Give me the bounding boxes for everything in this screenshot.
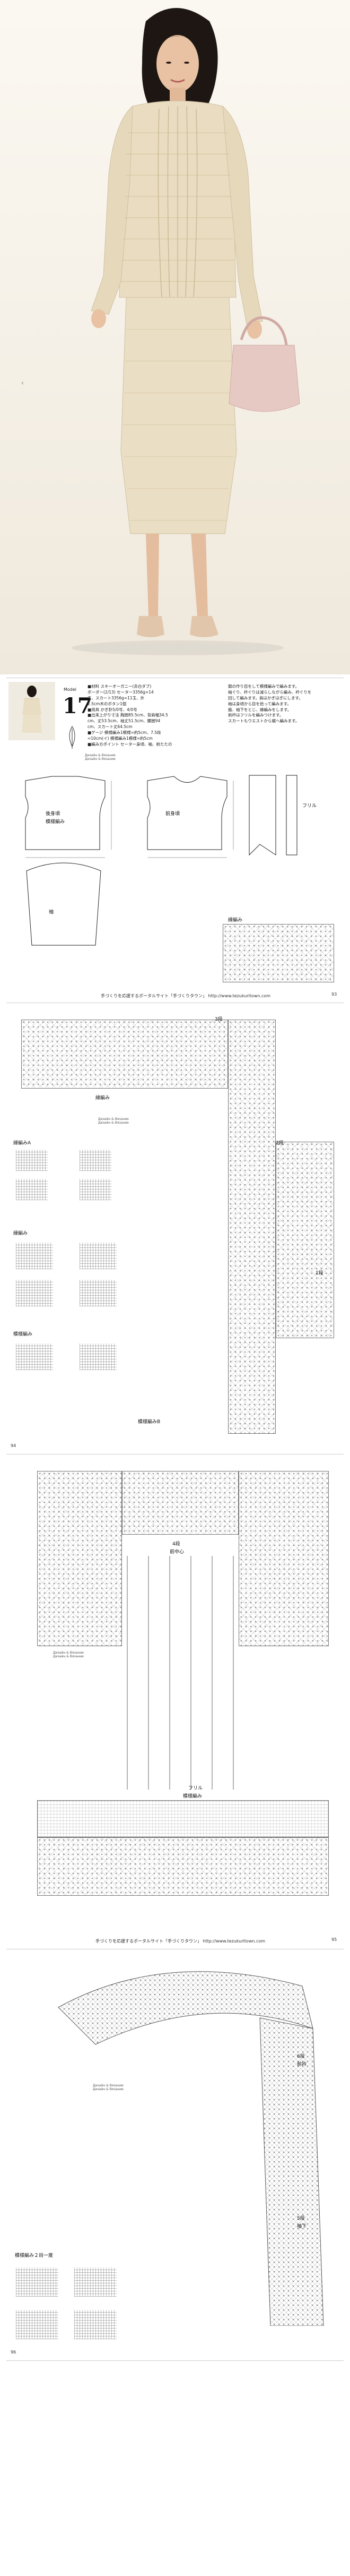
materials-list: ■材料 スキーオーガニー(赤白ダブ) ボーダー(2/13) セーター3356g=… <box>88 684 172 748</box>
label-row-4: 4段 <box>172 1542 180 1547</box>
label-row-5: 5段 <box>297 2216 305 2221</box>
instructions-line: 前衿はフリルを編みつけます。 <box>228 713 284 718</box>
chart-curve <box>58 1971 324 2326</box>
pattern-page-96: 6段 前衿 5段 袖下 Дизайн & Вязание Дизайн & Вя… <box>0 1954 350 2576</box>
label-row-6-sub: 前衿 <box>297 2062 307 2067</box>
chart-body-top <box>21 1020 228 1089</box>
label-row-4-sub: 前中心 <box>170 1550 185 1555</box>
label-symbol: 模様編み２目一度 <box>15 2253 54 2258</box>
instructions-line: 脇、袖下をとじ、縁編みをします。 <box>228 707 292 712</box>
materials-line: ■編み方ポイント セーター身頃、袖、前たたの <box>88 741 172 747</box>
pattern-page-94: 3段 2段 1段 縁編み Дизайн & Вязание Дизайн & В… <box>0 1009 350 1458</box>
page-footer: 手づくりを応援するポータルサイト「手づくりタウン」 http://www.tez… <box>101 994 271 998</box>
stitch-diagram <box>80 1179 111 1200</box>
materials-line: ■ゲージ 模様編み1模様=約5cm、7.5段 <box>88 730 161 735</box>
guide-lines <box>127 1556 234 1790</box>
chart-side-strip-b <box>276 1142 334 1338</box>
instructions-line: 回して編みます。肩はかぎはぎにします。 <box>228 695 303 700</box>
watermark: Дизайн & Вязание Дизайн & Вязание <box>53 1651 84 1658</box>
stitch-diagram <box>74 2310 117 2339</box>
label-pattern: 模様編み <box>13 1332 33 1337</box>
label-edging-b: 縁編み <box>13 1231 28 1236</box>
chart-bottom-band <box>37 1800 329 1837</box>
label-back: 後身頃 <box>46 811 60 817</box>
stitch-diagram <box>16 1280 53 1306</box>
label-frill-sub: 模様編み <box>183 1794 203 1799</box>
page-number: 93 <box>331 992 337 997</box>
materials-line: ■材料 スキーオーガニー(赤白ダブ) <box>88 684 152 689</box>
instructions-line: スカートもウエストから裾へ編みます。 <box>228 718 300 724</box>
watermark: Дизайн & Вязание Дизайн & Вязание <box>98 1117 129 1125</box>
materials-line: ■出来上がり寸法 胸囲85.5cm、背肩幅34.5 <box>88 713 168 718</box>
instructions-right: 鎖の作り目をして模様編みで編みます。 袖ぐり、衿ぐりは減らしながら編み、衿ぐりを… <box>228 684 311 724</box>
label-row-3: 3段 <box>215 1017 223 1022</box>
stitch-diagram <box>80 1150 111 1171</box>
stitch-diagram <box>80 1243 117 1269</box>
page-number: 95 <box>331 1937 337 1942</box>
watermark: Дизайн & Вязание Дизайн & Вязание <box>85 754 116 761</box>
instructions-line: 鎖の作り目をして模様編みで編みます。 <box>228 684 300 689</box>
label-sleeve: 袖 <box>49 910 54 915</box>
materials-line: 玉、スカート3356g=11玉、外 <box>88 695 145 700</box>
page-footer: 手づくりを応援するポータルサイト「手づくりタウン」 http://www.tez… <box>95 1939 266 1944</box>
stitch-diagram <box>74 2267 117 2297</box>
label-frill: フリル <box>188 1786 203 1791</box>
materials-line: cm、丈53.5cm、袖丈51.5cm、腰囲94 <box>88 718 161 724</box>
label-frill: フリル <box>302 803 317 809</box>
materials-line: 2.5cm木のボタン1個 <box>88 701 127 706</box>
materials-line: ボーダー(2/13) セーター3356g=14 <box>88 689 154 695</box>
chart-left-panel <box>37 1471 122 1646</box>
stitch-diagram <box>16 1343 53 1370</box>
stitch-diagram <box>16 1243 53 1269</box>
stitch-diagram <box>16 2267 58 2297</box>
thumbnail-photo <box>8 682 55 740</box>
label-pattern-b: 模様編みB <box>138 1419 161 1425</box>
stitch-chart <box>223 924 334 982</box>
stitch-diagram <box>16 2310 58 2339</box>
instructions-line: 袖は身頃から目を拾って編みます。 <box>228 701 291 706</box>
model-photo: ‹ <box>0 0 350 674</box>
label-edging: 縁編み <box>228 918 243 923</box>
label-row-6: 6段 <box>297 2054 305 2059</box>
chart-neck-arch <box>122 1471 239 1535</box>
label-pattern-a: 模様編み <box>46 819 65 825</box>
stitch-diagram <box>80 1343 117 1370</box>
chart-bottom-lace <box>37 1837 329 1896</box>
model-label: Model <box>64 687 77 692</box>
materials-line: cm、スカート丈64.5cm <box>88 724 133 730</box>
model-illustration: ‹ <box>21 8 300 655</box>
stitch-diagram <box>16 1179 48 1200</box>
label-edging-a: 縁編みA <box>13 1141 31 1146</box>
label-row-5-sub: 袖下 <box>297 2224 307 2229</box>
model-number: 17 <box>63 694 92 718</box>
materials-line: =10cm(イ) 模様編み1模様=約5cm <box>88 735 153 741</box>
stitch-diagram <box>80 1280 117 1306</box>
label-edging: 縁編み <box>95 1096 110 1101</box>
schematic-diagram <box>25 775 298 946</box>
pattern-page-95: 4段 前中心 Дизайн & Вязание Дизайн & Вязание… <box>0 1460 350 2023</box>
pattern-page-93: Model 17 ■材料 スキーオーガニー(赤白ダブ) ボーダー(2/13) セ… <box>0 674 350 1006</box>
svg-text:‹: ‹ <box>21 379 24 387</box>
chart-right-panel <box>239 1471 329 1646</box>
leaf-icon <box>69 726 75 749</box>
label-row-2: 2段 <box>276 1141 284 1146</box>
stitch-diagram <box>16 1150 48 1171</box>
materials-line: ■用具 かぎ針5/0号、4/0号 <box>88 707 137 712</box>
page-number: 96 <box>11 2350 16 2355</box>
instructions-line: 袖ぐり、衿ぐりは減らしながら編み、衿ぐりを <box>228 689 312 695</box>
label-front: 前身頃 <box>165 811 180 817</box>
label-row-1: 1段 <box>316 1271 323 1276</box>
watermark: Дизайн & Вязание Дизайн & Вязание <box>93 2084 124 2091</box>
page-number: 94 <box>11 1443 16 1448</box>
chart-side-strip <box>228 1020 276 1434</box>
